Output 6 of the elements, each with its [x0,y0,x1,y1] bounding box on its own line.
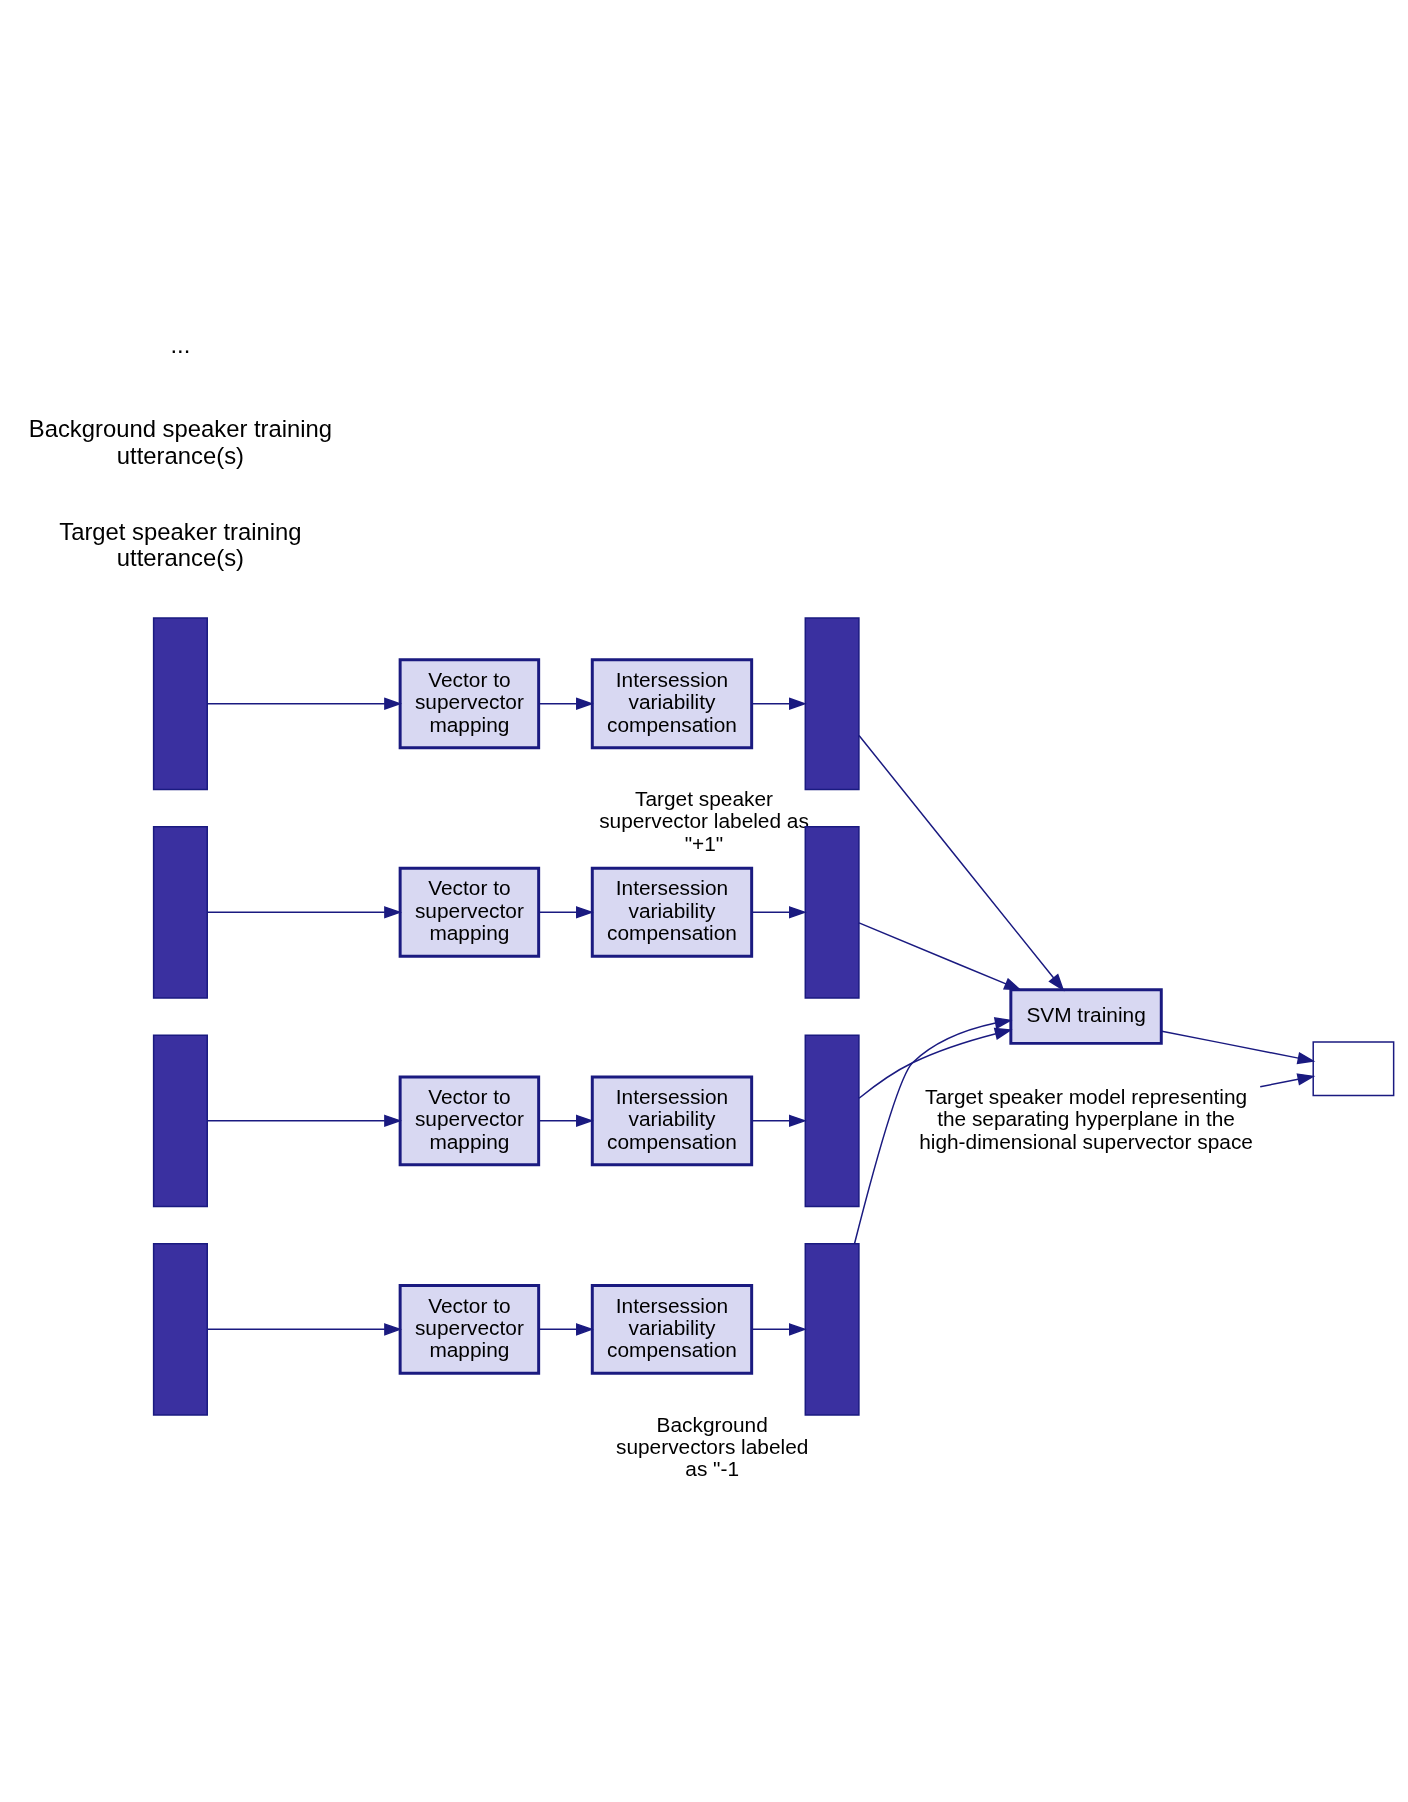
node-label: Background supervectors labeled as "-1 [616,1412,809,1480]
node-label: Target speaker supervector labeled as "+1" [599,786,809,855]
label: ... [170,330,191,358]
label: Target speaker training utterance(s) [59,517,302,571]
node-text: Target speaker model representing the separating hyperplane in the high-dimensional supervector space [919,1084,1253,1153]
label: Background speaker training utterance(s) [28,414,333,469]
